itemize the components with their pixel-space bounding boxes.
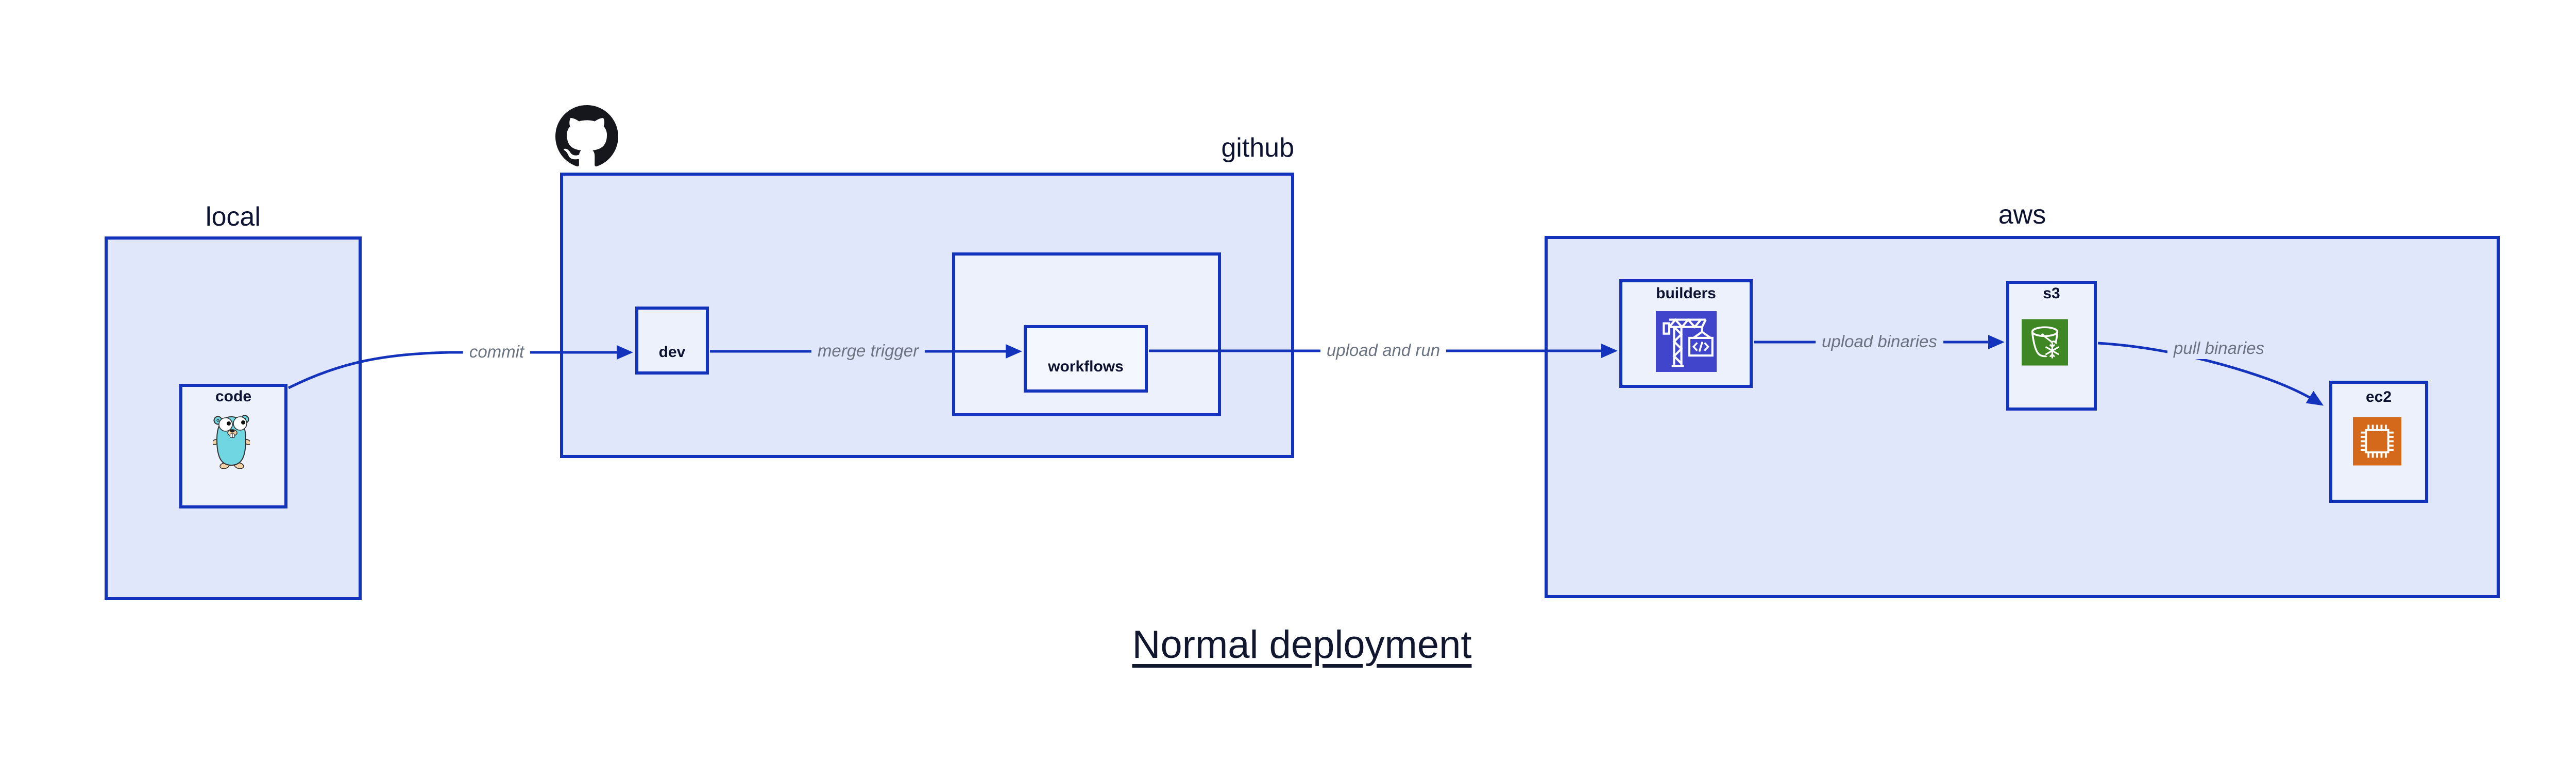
edge-label-upload-and-run: upload and run <box>1320 339 1447 361</box>
aws-codebuild-crane-icon <box>1656 311 1717 372</box>
workflows-node: workflows <box>1024 325 1148 393</box>
edge-label-commit: commit <box>463 341 531 363</box>
ec2-node-label: ec2 <box>2365 388 2392 405</box>
code-node: code <box>179 384 287 508</box>
s3-node-label: s3 <box>2043 285 2060 302</box>
ec2-node: ec2 <box>2329 381 2428 503</box>
dev-node-label: dev <box>658 344 686 361</box>
edge-label-upload-binaries: upload binaries <box>1816 331 1943 352</box>
diagram-title-text: Normal deployment <box>1132 623 1472 667</box>
go-gopher-icon <box>213 415 250 469</box>
s3-node: s3 <box>2006 281 2097 411</box>
edge-pull-binaries-arrow <box>2097 342 2324 406</box>
aws-s3-glacier-bucket-icon <box>2022 319 2068 366</box>
aws-group-label: aws <box>1998 200 2046 230</box>
github-group-label: github <box>1221 133 1294 163</box>
edge-label-merge-trigger: merge trigger <box>811 340 925 362</box>
aws-ec2-chip-icon <box>2353 417 2401 466</box>
local-group-box <box>105 236 362 600</box>
diagram-title: Normal deployment <box>0 622 2576 667</box>
local-group-label: local <box>206 202 261 232</box>
github-octocat-icon <box>555 105 618 166</box>
builders-node-label: builders <box>1656 285 1716 302</box>
code-node-label: code <box>215 388 252 405</box>
edge-label-pull-binaries: pull binaries <box>2167 337 2271 359</box>
dev-node: dev <box>635 307 709 375</box>
workflows-node-label: workflows <box>1048 358 1124 375</box>
builders-node: builders <box>1619 279 1753 388</box>
edge-commit-arrow <box>287 345 633 389</box>
